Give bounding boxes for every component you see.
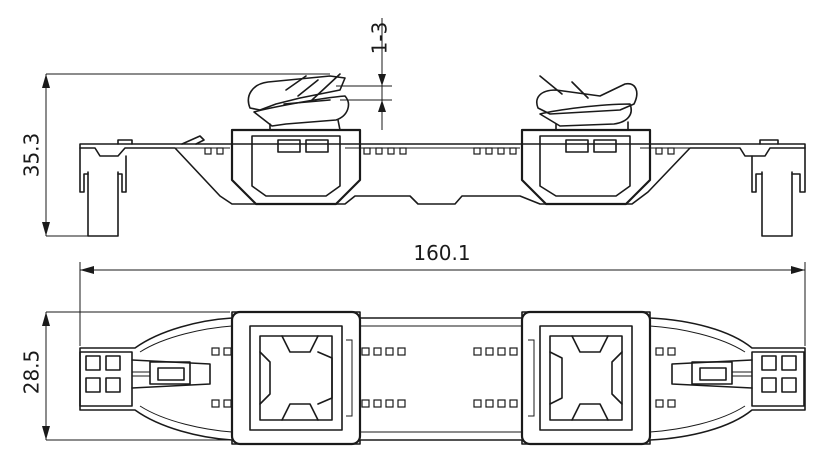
side-view [79,73,806,237]
dimension-width-top-label: 28.5 [20,350,44,395]
dimension-height-side-label: 35.3 [20,133,44,178]
dimension-width-top: 28.5 [20,311,230,441]
dimension-length-label: 160.1 [413,241,470,265]
dimension-height-side: 35.3 [20,73,330,237]
top-view [79,310,806,446]
top-square-row-lower [211,399,676,408]
dimension-length: 160.1 [79,241,806,346]
side-square-row [204,147,675,155]
dimension-gap-label: 1-3 [368,22,392,55]
dimension-gap: 1-3 [336,18,392,130]
top-square-row-upper [211,347,676,356]
